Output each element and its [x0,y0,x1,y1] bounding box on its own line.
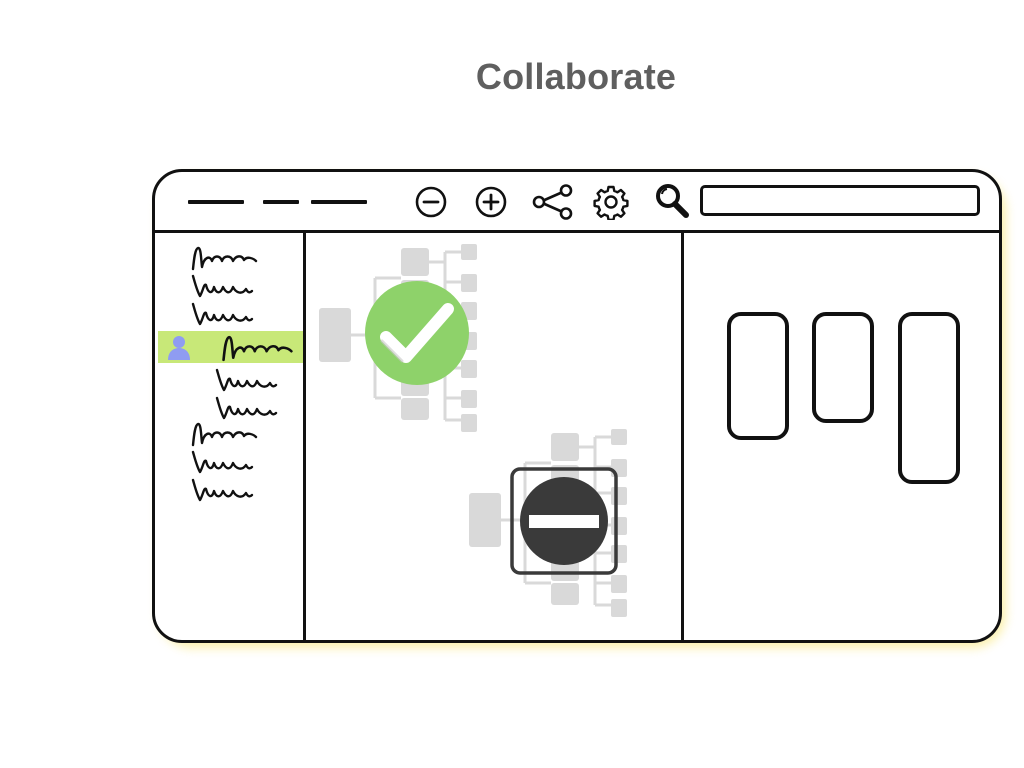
tree-item[interactable] [155,421,303,447]
placeholder-text-glyph [191,478,254,502]
tree-item[interactable] [155,273,303,299]
placeholder-text-glyph [191,274,254,298]
sidebar-divider [303,233,306,640]
zoom-out-button[interactable] [413,184,449,220]
menu-dash [263,200,299,204]
tree-item[interactable] [155,395,303,421]
placeholder-text-glyph [191,246,258,271]
diagram-layer [317,242,629,619]
plus-circle-icon [475,186,507,218]
placeholder-text-glyph [191,302,254,326]
placeholder-text-glyph [191,422,258,447]
share-icon [532,184,573,220]
settings-button[interactable] [593,184,629,220]
detail-panel [684,233,999,640]
tree-item[interactable] [155,367,303,393]
sidebar-tree [155,233,303,633]
placeholder-text-glyph [222,335,293,362]
minus-circle-icon [415,186,447,218]
search-button[interactable] [653,184,693,220]
diagram-canvas [306,233,681,640]
tree-item[interactable] [155,301,303,327]
menu-dash [311,200,367,204]
search-input[interactable] [700,185,980,216]
user-avatar-icon [168,336,190,360]
detail-card[interactable] [812,312,874,423]
zoom-in-button[interactable] [473,184,509,220]
share-button[interactable] [531,184,575,220]
tree-item[interactable] [155,245,303,271]
gear-icon [593,185,629,220]
placeholder-text-glyph [215,368,278,392]
menu-dash [188,200,244,204]
app-window [152,169,1002,643]
no-entry-icon [510,467,618,575]
placeholder-text-glyph [215,396,278,420]
page-title: Collaborate [475,56,677,97]
placeholder-text-glyph [191,450,254,474]
toolbar [155,172,999,233]
detail-card[interactable] [898,312,960,484]
tree-item-selected[interactable] [158,331,303,363]
tree-item[interactable] [155,449,303,475]
check-circle-icon [365,281,469,385]
tree-item[interactable] [155,477,303,503]
detail-divider [681,233,684,640]
magnifier-icon [656,184,689,218]
detail-card[interactable] [727,312,789,440]
